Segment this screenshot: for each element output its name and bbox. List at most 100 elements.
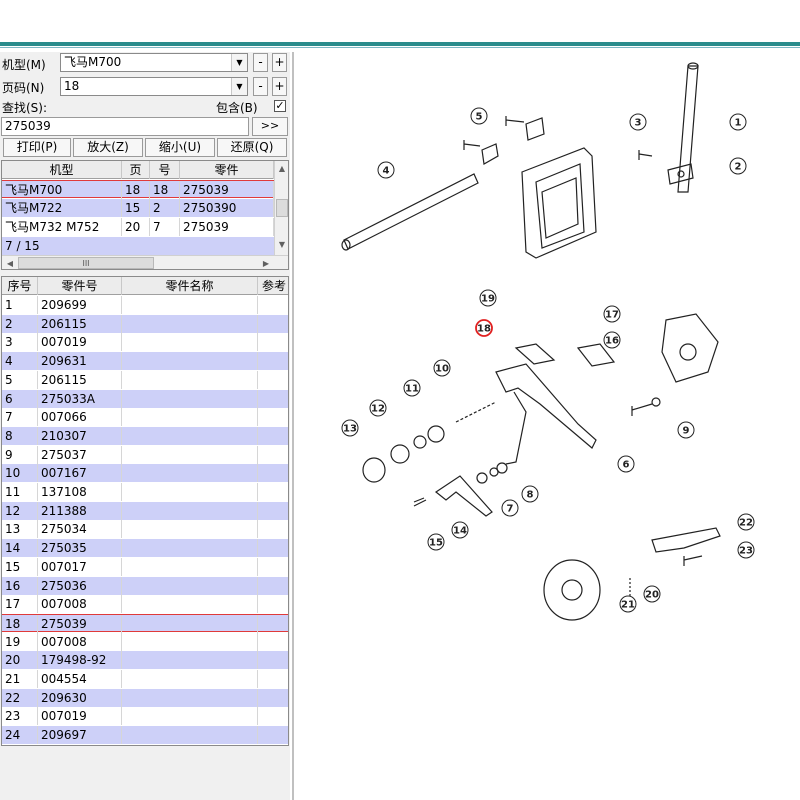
callout-23[interactable]: 23 xyxy=(737,541,755,559)
model-minus-button[interactable]: - xyxy=(253,53,268,72)
column-header[interactable]: 机型 xyxy=(2,161,122,179)
column-header[interactable]: 零件名称 xyxy=(122,277,258,295)
page-plus-button[interactable]: + xyxy=(272,77,287,96)
cell-part-name xyxy=(122,576,258,595)
chevron-down-icon[interactable]: ▼ xyxy=(231,54,247,71)
cell-reference xyxy=(258,595,288,613)
cell-model: 飞马M732 M752 xyxy=(2,218,122,236)
cell-reference xyxy=(258,670,288,688)
scroll-thumb[interactable]: III xyxy=(18,257,154,269)
callout-10[interactable]: 10 xyxy=(433,359,451,377)
scroll-up-icon[interactable]: ▲ xyxy=(278,164,286,173)
callout-label: 7 xyxy=(507,504,514,515)
window-top-band xyxy=(0,0,800,52)
search-go-button[interactable]: >> xyxy=(252,117,288,136)
scroll-down-icon[interactable]: ▼ xyxy=(278,240,286,249)
search-input[interactable]: 275039 xyxy=(1,117,249,136)
search-label: 查找(S): xyxy=(2,101,48,115)
cell-part-name xyxy=(122,408,258,427)
callout-13[interactable]: 13 xyxy=(341,419,359,437)
cell-part-number: 179498-92 xyxy=(38,651,122,670)
scroll-thumb[interactable] xyxy=(276,199,288,217)
cell-no: 19 xyxy=(2,632,38,651)
callout-8[interactable]: 8 xyxy=(521,485,539,503)
column-header[interactable]: 序号 xyxy=(2,277,38,295)
cell-part-name xyxy=(122,726,258,745)
zoom-out-button[interactable]: 缩小(U) xyxy=(145,138,215,157)
callout-5[interactable]: 5 xyxy=(470,107,488,125)
callout-2[interactable]: 2 xyxy=(729,157,747,175)
models-horizontal-scrollbar[interactable]: ◀ III ▶ xyxy=(2,255,288,269)
callout-1[interactable]: 1 xyxy=(729,113,747,131)
callout-21[interactable]: 21 xyxy=(619,595,637,613)
table-row[interactable]: 飞马M700 18 18 275039 xyxy=(2,180,274,199)
column-header[interactable]: 页 xyxy=(122,161,150,179)
callout-7[interactable]: 7 xyxy=(501,499,519,517)
callout-16[interactable]: 16 xyxy=(603,331,621,349)
table-row[interactable]: 飞马M722 15 2 2750390 xyxy=(2,199,274,217)
scroll-left-icon[interactable]: ◀ xyxy=(6,259,14,268)
splitter[interactable] xyxy=(292,52,294,800)
column-header[interactable]: 零件 xyxy=(180,161,274,179)
column-header[interactable]: 零件号 xyxy=(38,277,122,295)
callout-18[interactable]: 18 xyxy=(475,319,493,337)
cell-part-number: 007008 xyxy=(38,632,122,651)
cell-part-name xyxy=(122,688,258,707)
callout-20[interactable]: 20 xyxy=(643,585,661,603)
callout-17[interactable]: 17 xyxy=(603,305,621,323)
callout-15[interactable]: 15 xyxy=(427,533,445,551)
models-vertical-scrollbar[interactable]: ▲ ▼ xyxy=(274,161,288,255)
callout-19[interactable]: 19 xyxy=(479,289,497,307)
page-combo[interactable]: 18 ▼ xyxy=(60,77,248,96)
page-minus-button[interactable]: - xyxy=(253,77,268,96)
restore-button[interactable]: 还原(Q) xyxy=(217,138,287,157)
zoom-in-button[interactable]: 放大(Z) xyxy=(73,138,143,157)
cell-reference xyxy=(258,371,288,389)
include-checkbox[interactable]: ✓ xyxy=(274,99,286,112)
callout-9[interactable]: 9 xyxy=(677,421,695,439)
column-header[interactable]: 号 xyxy=(150,161,180,179)
callout-11[interactable]: 11 xyxy=(403,379,421,397)
print-button[interactable]: 打印(P) xyxy=(3,138,71,157)
column-header[interactable]: 参考 xyxy=(261,279,286,293)
callout-6[interactable]: 6 xyxy=(617,455,635,473)
callout-12[interactable]: 12 xyxy=(369,399,387,417)
cell-part-name xyxy=(122,707,258,726)
callout-14[interactable]: 14 xyxy=(451,521,469,539)
model-plus-button[interactable]: + xyxy=(272,53,287,72)
callout-3[interactable]: 3 xyxy=(629,113,647,131)
table-row[interactable]: 飞马M732 M752 20 7 275039 xyxy=(2,218,274,236)
model-combo[interactable]: 飞马M700 ▼ xyxy=(60,53,248,72)
cell-part-name xyxy=(122,614,258,633)
chevron-down-icon[interactable]: ▼ xyxy=(231,78,247,95)
callout-22[interactable]: 22 xyxy=(737,513,755,531)
cell-part-number: 275037 xyxy=(38,445,122,464)
cell-part-name xyxy=(122,445,258,464)
scroll-right-icon[interactable]: ▶ xyxy=(262,259,270,268)
callout-4[interactable]: 4 xyxy=(377,161,395,179)
